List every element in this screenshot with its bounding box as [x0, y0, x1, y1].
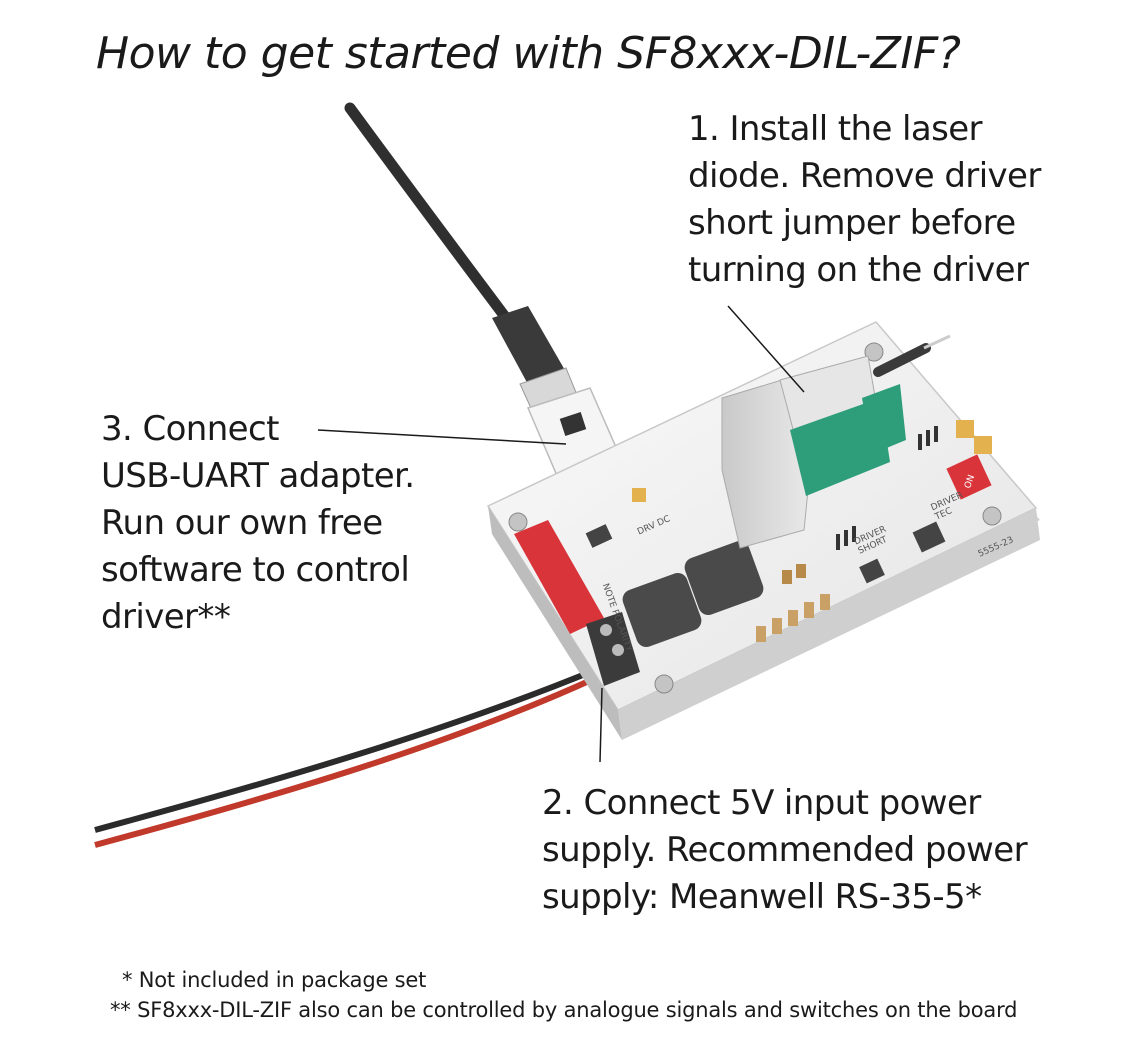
step-usb-line: driver** [101, 597, 231, 637]
power-cable-black [94, 665, 602, 833]
leader-line-usb [317, 429, 567, 445]
step-install-line: diode. Remove driver [688, 156, 1041, 196]
power-cable-red [94, 673, 602, 848]
board-label-on-switch: ON [963, 474, 977, 490]
driver-board [486, 321, 1040, 740]
step-usb-line: 3. Connect [101, 409, 279, 449]
step-usb-line: software to control [101, 550, 410, 590]
footnote-not-included: * Not included in package set [122, 968, 427, 992]
leader-line-install [727, 305, 805, 393]
step-power-line: 2. Connect 5V input power [542, 783, 981, 823]
usb-cable [344, 102, 521, 336]
step-install-line: turning on the driver [688, 250, 1029, 290]
step-power-line: supply. Recommended power [542, 830, 1028, 870]
step-install-laser-diode: 1. Install the laser diode. Remove drive… [688, 106, 1041, 294]
step-install-line: short jumper before [688, 203, 1016, 243]
page-title: How to get started with SF8xxx-DIL-ZIF? [96, 28, 961, 79]
leader-line-power [599, 687, 603, 763]
step-install-line: 1. Install the laser [688, 109, 983, 149]
step-usb-line: USB-UART adapter. [101, 456, 415, 496]
footnote-analogue-control: ** SF8xxx-DIL-ZIF also can be controlled… [110, 998, 1018, 1022]
step-usb-line: Run our own free [101, 503, 383, 543]
step-connect-power-supply: 2. Connect 5V input power supply. Recomm… [542, 780, 1028, 921]
step-power-line: supply: Meanwell RS-35-5* [542, 877, 982, 917]
step-connect-usb-uart: 3. Connect USB-UART adapter. Run our own… [101, 406, 415, 641]
